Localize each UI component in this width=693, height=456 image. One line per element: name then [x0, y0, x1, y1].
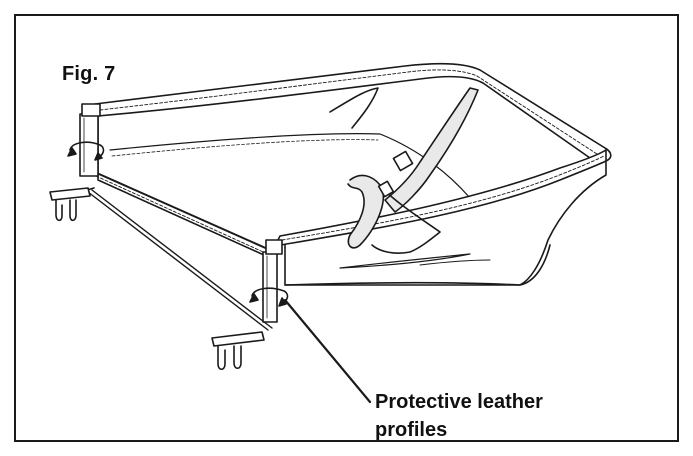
front-crease: [339, 253, 471, 269]
figure-frame: [14, 14, 679, 442]
left-top-rail: [89, 169, 271, 251]
right-corner-post: [262, 251, 278, 323]
carry-strap: [384, 87, 479, 213]
callout-label: Protective leather profiles: [375, 388, 543, 444]
left-top-rail-stitch: [95, 175, 273, 257]
callout-line-1: Protective leather: [375, 391, 543, 413]
left-frame-clip: [49, 187, 91, 222]
left-rotate-arrow: [69, 141, 105, 159]
floor-stitch: [111, 139, 379, 157]
strap-buckle: [392, 150, 414, 172]
frame-bar: [87, 189, 273, 331]
strap-loop: [347, 174, 385, 249]
floor-line: [109, 133, 471, 199]
inner-back-fold: [329, 87, 379, 129]
callout-leader: [283, 298, 372, 404]
back-rim-band: [94, 62, 612, 166]
front-rim-stitch: [281, 155, 605, 241]
figure-label: Fig. 7: [62, 63, 116, 85]
right-frame-clip: [211, 331, 265, 371]
left-corner-post: [79, 113, 99, 177]
back-rim-stitch: [99, 69, 601, 157]
callout-line-2: profiles: [375, 419, 448, 441]
front-crease-2: [419, 259, 491, 266]
front-body-bottom: [284, 244, 551, 286]
